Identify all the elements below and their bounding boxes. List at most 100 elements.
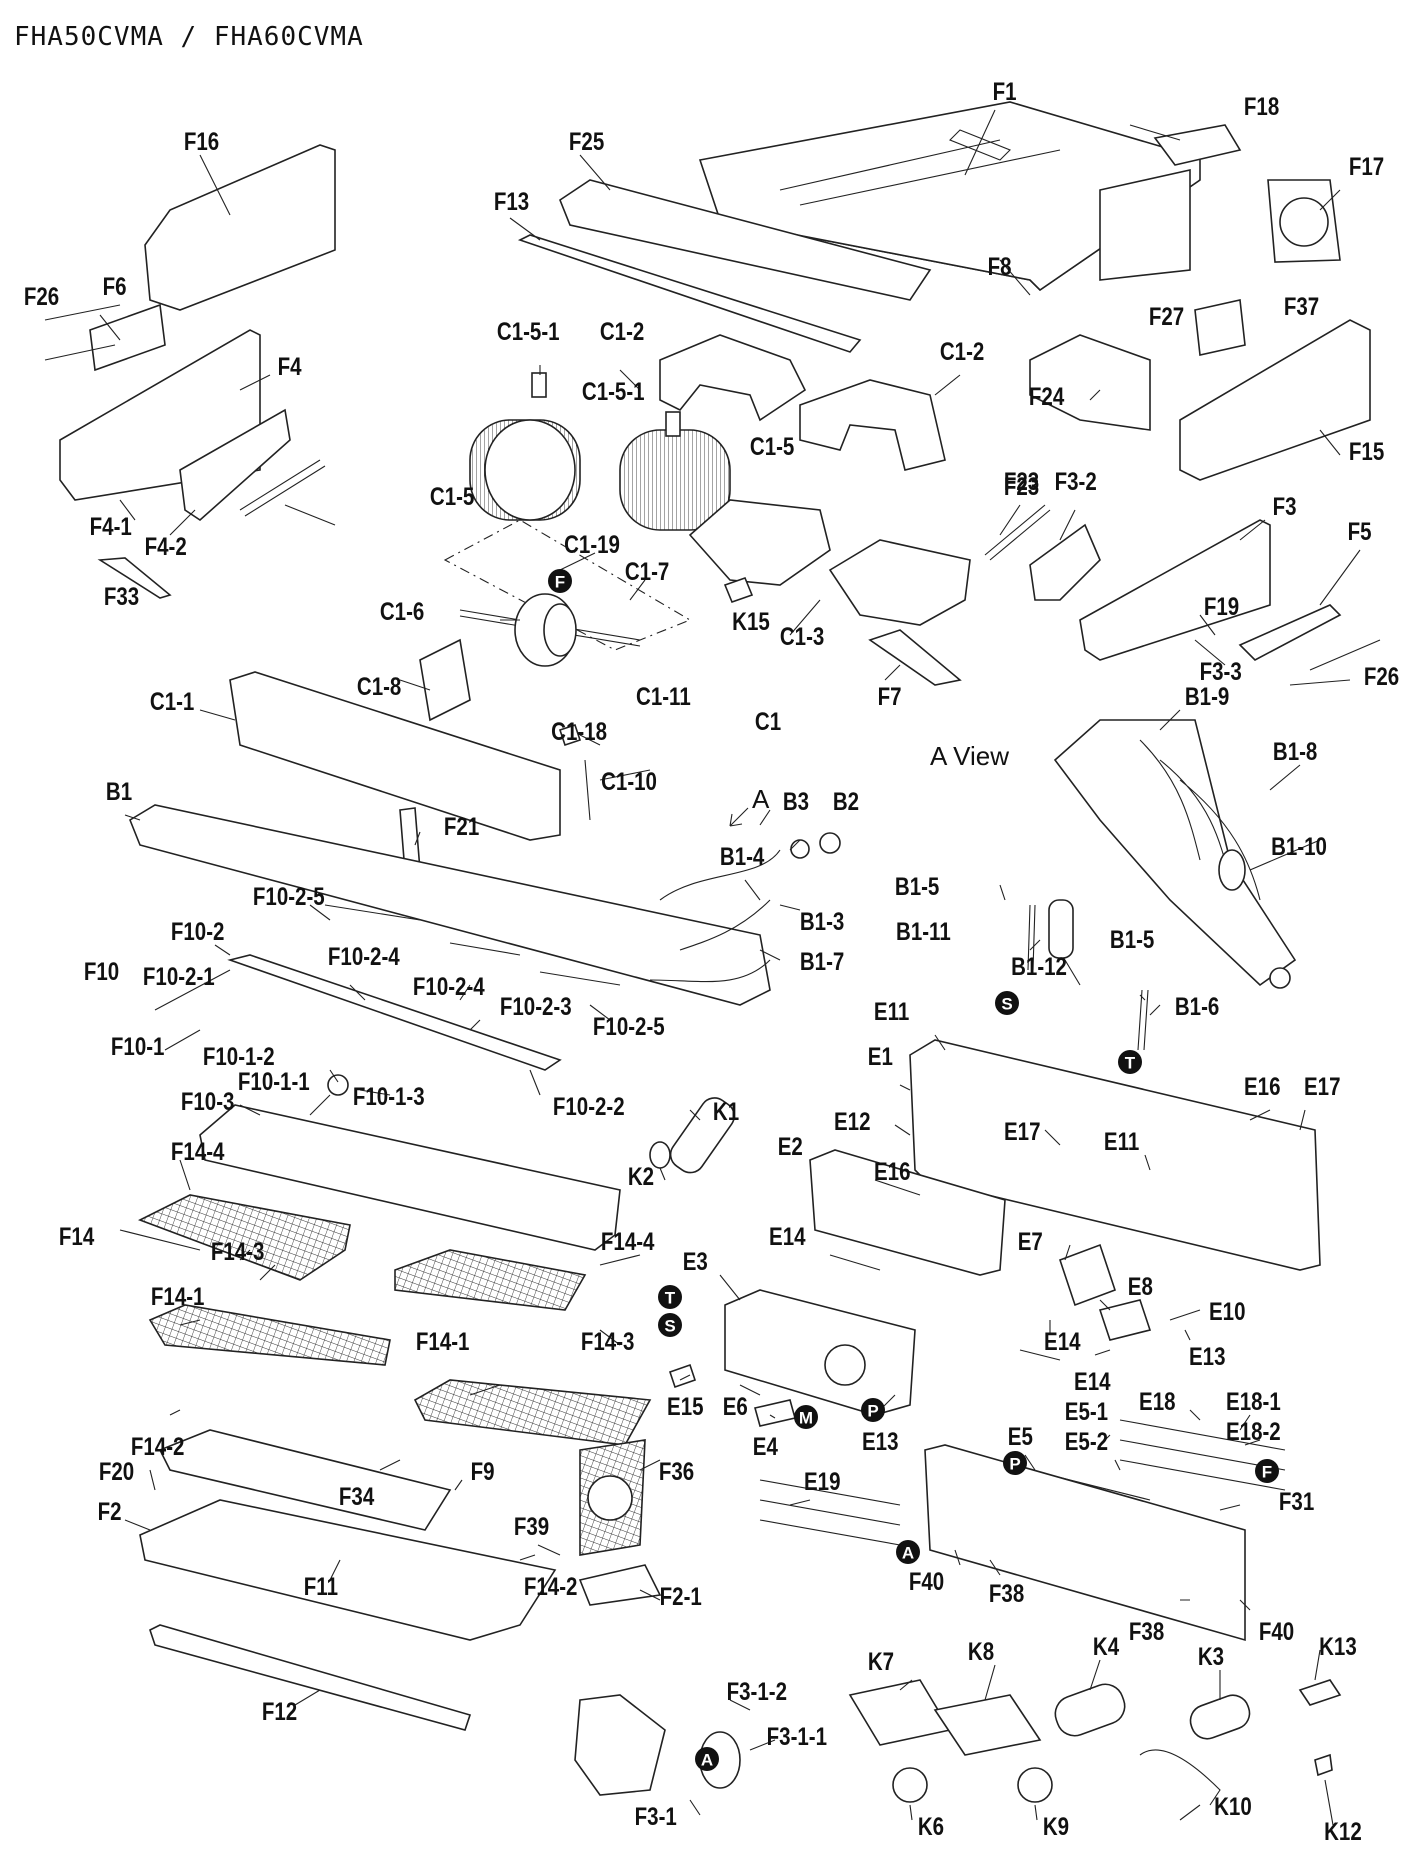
part-label-f3-3: F3-3: [1200, 657, 1242, 685]
svg-text:T: T: [1125, 1054, 1136, 1073]
part-label-f12: F12: [262, 1697, 297, 1725]
screw-k12: [1314, 1753, 1333, 1777]
part-label-f10-1: F10-1: [111, 1032, 165, 1060]
part-label-f10-2-4: F10-2-4: [413, 972, 485, 1000]
filter-f14-1-right: [413, 1379, 652, 1446]
sensor-b1-12: [1048, 899, 1074, 959]
panel-f31: [924, 1444, 1246, 1642]
part-label-f10-2-1: F10-2-1: [143, 962, 215, 990]
rod-f23-left: [239, 459, 326, 517]
part-label-f2-1: F2-1: [660, 1582, 702, 1610]
bracket-f8: [1194, 299, 1246, 356]
fan-right: [619, 411, 731, 531]
part-label-e13: E13: [1189, 1342, 1225, 1370]
panel-c1-1: [229, 671, 561, 841]
part-label-e19: E19: [804, 1467, 840, 1495]
part-label-f14-2: F14-2: [131, 1432, 185, 1460]
part-label-c1-5-1: C1-5-1: [582, 377, 645, 405]
part-label-f24: F24: [1029, 382, 1065, 410]
part-label-f14-3: F14-3: [211, 1237, 265, 1265]
pan-f10-3: [199, 1104, 621, 1251]
connector-marker-a: A: [896, 1540, 920, 1564]
part-label-c1-19: C1-19: [564, 530, 620, 558]
part-label-f34: F34: [339, 1482, 375, 1510]
box-f24: [1029, 334, 1151, 431]
part-label-e11: E11: [874, 997, 910, 1025]
part-label-f37: F37: [1284, 292, 1319, 320]
box-e1: [909, 1039, 1321, 1271]
part-label-f10-1-3: F10-1-3: [353, 1082, 425, 1110]
svg-text:M: M: [799, 1409, 813, 1428]
part-label-e5-1: E5-1: [1065, 1397, 1109, 1425]
filter-f14-1-left: [148, 1304, 391, 1366]
part-label-e5: E5: [1008, 1422, 1033, 1450]
part-label-e17: E17: [1004, 1117, 1040, 1145]
part-label-f11: F11: [304, 1572, 338, 1600]
part-label-c1-2: C1-2: [940, 337, 984, 365]
strip-f10-2-5: [324, 904, 621, 986]
part-label-c1-11: C1-11: [636, 682, 691, 710]
part-label-k12: K12: [1324, 1817, 1362, 1845]
flap-f13: [517, 234, 862, 353]
part-label-f40: F40: [1259, 1617, 1294, 1645]
rod-f23-right: [984, 504, 1051, 561]
part-label-f1: F1: [993, 77, 1017, 105]
part-label-e7: E7: [1018, 1227, 1043, 1255]
bracket-f5: [1238, 604, 1342, 661]
scroll-lower-left: [688, 499, 831, 586]
scroll-lower-right: [828, 539, 971, 626]
part-label-c1-5: C1-5: [430, 482, 475, 510]
plug-f10-1-1: [327, 1074, 349, 1096]
part-label-f36: F36: [659, 1457, 694, 1485]
part-label-f10-2-5: F10-2-5: [253, 882, 325, 910]
part-label-f25: F25: [569, 127, 605, 155]
part-label-f38: F38: [989, 1579, 1025, 1607]
diagram-title: FHA50CVMA / FHA60CVMA: [14, 22, 364, 52]
motor-c1-6: [459, 593, 641, 667]
part-label-e5-2: E5-2: [1065, 1427, 1108, 1455]
part-label-f4-1: F4-1: [90, 512, 132, 540]
part-label-e14: E14: [1044, 1327, 1081, 1355]
sheet-k8: [933, 1694, 1042, 1756]
part-label-c1-6: C1-6: [380, 597, 424, 625]
connector-marker-p: P: [1003, 1451, 1027, 1475]
part-label-f31: F31: [1279, 1487, 1315, 1515]
part-label-f23: F23: [1004, 472, 1039, 500]
terminal-e8: [1098, 1299, 1152, 1341]
part-label-f14-2: F14-2: [524, 1572, 578, 1600]
part-label-e15: E15: [667, 1392, 704, 1420]
part-label-e2: E2: [778, 1132, 803, 1160]
part-label-e14: E14: [1074, 1367, 1111, 1395]
box-e2: [809, 1149, 1006, 1276]
fan-left: [469, 372, 581, 521]
side-cover-f15: [1179, 319, 1371, 481]
part-label-f40: F40: [909, 1567, 944, 1595]
part-label-f10-2-3: F10-2-3: [500, 992, 572, 1020]
part-label-f10-3: F10-3: [181, 1087, 235, 1115]
part-label-e16: E16: [1244, 1072, 1280, 1100]
rod-c1-10: [584, 759, 591, 821]
part-label-f39: F39: [514, 1512, 549, 1540]
leader-lines: [99, 109, 1361, 1826]
sensor-b1-11: [1027, 904, 1036, 971]
part-label-k4: K4: [1093, 1632, 1119, 1660]
side-cover-f16: [144, 144, 336, 311]
part-label-b1-9: B1-9: [1185, 682, 1229, 710]
part-label-e4: E4: [753, 1432, 778, 1460]
part-label-e17: E17: [1304, 1072, 1340, 1100]
part-label-k13: K13: [1319, 1632, 1357, 1660]
part-f7: [868, 629, 962, 686]
clamp-k13: [1298, 1679, 1342, 1706]
part-label-b1-6: B1-6: [1175, 992, 1219, 1020]
view-direction-label: A: [752, 784, 770, 814]
scroll-upper-left: [659, 334, 807, 422]
duct-f25: [559, 179, 932, 301]
part-label-f14-4: F14-4: [171, 1137, 225, 1165]
connector-marker-f: F: [548, 569, 572, 593]
svg-text:F: F: [555, 573, 565, 592]
screw-f26-right: [1289, 639, 1381, 686]
part-label-k8: K8: [968, 1637, 994, 1665]
connector-marker-a: A: [695, 1747, 719, 1771]
panel-f2: [139, 1499, 557, 1641]
